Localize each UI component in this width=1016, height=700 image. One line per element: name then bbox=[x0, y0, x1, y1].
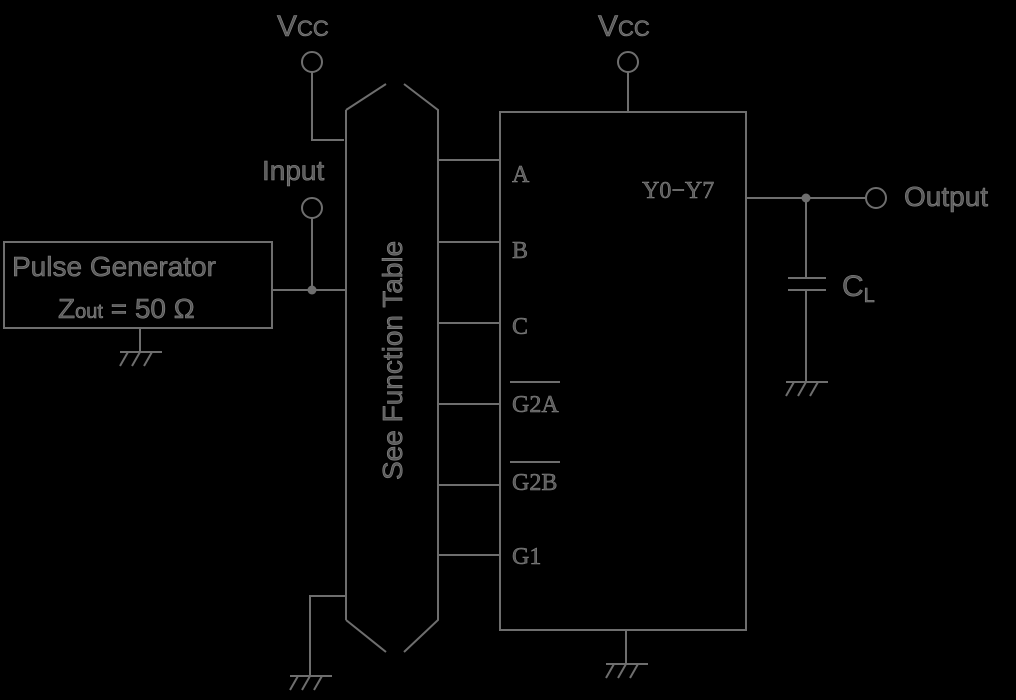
vcc-left-label: VCC bbox=[277, 10, 329, 43]
vcc-left-wire bbox=[311, 72, 344, 141]
bus-ground-wire bbox=[309, 595, 346, 676]
ic-ground bbox=[605, 630, 648, 679]
vcc-right-terminal bbox=[617, 51, 639, 73]
pin-c-label: C bbox=[512, 314, 528, 340]
decoder-ic-body bbox=[499, 111, 747, 631]
pin-g2a-label: G2A bbox=[512, 392, 559, 418]
vcc-right: VCC bbox=[598, 10, 650, 112]
pulse-generator-box bbox=[3, 241, 273, 329]
pulse-generator-impedance: Zout = 50 Ω bbox=[58, 293, 195, 324]
vcc-left-terminal bbox=[301, 51, 323, 73]
input-node: Input bbox=[262, 155, 346, 295]
function-table-bus: See Function Table bbox=[345, 83, 439, 653]
input-terminal bbox=[301, 197, 323, 219]
pulse-generator: Pulse Generator Zout = 50 Ω bbox=[3, 241, 273, 367]
ic-ground-icon bbox=[605, 663, 648, 679]
output-label: Output bbox=[904, 181, 988, 212]
pin-a-label: A bbox=[512, 162, 530, 188]
pin-g1-label: G1 bbox=[512, 544, 541, 570]
vcc-left: VCC bbox=[277, 10, 344, 141]
pin-wires bbox=[438, 159, 500, 556]
output-section: Output CL bbox=[746, 181, 989, 397]
bus-ground-icon bbox=[289, 675, 332, 691]
cap-ground-icon bbox=[785, 381, 828, 397]
pin-g2b-label: G2B bbox=[512, 470, 557, 496]
output-terminal bbox=[865, 187, 887, 209]
generator-ground-icon bbox=[119, 351, 162, 367]
bus-ground bbox=[289, 595, 346, 691]
output-pins-label: Y0−Y7 bbox=[642, 178, 714, 204]
pin-b-label: B bbox=[512, 238, 528, 264]
function-table-label: See Function Table bbox=[377, 241, 408, 480]
input-label: Input bbox=[262, 155, 324, 186]
load-cap-label: CL bbox=[842, 270, 875, 307]
decoder-ic: A B C G2A G2B G1 Y0−Y7 bbox=[499, 111, 747, 631]
vcc-right-label: VCC bbox=[598, 10, 650, 43]
pulse-generator-title: Pulse Generator bbox=[12, 251, 216, 282]
